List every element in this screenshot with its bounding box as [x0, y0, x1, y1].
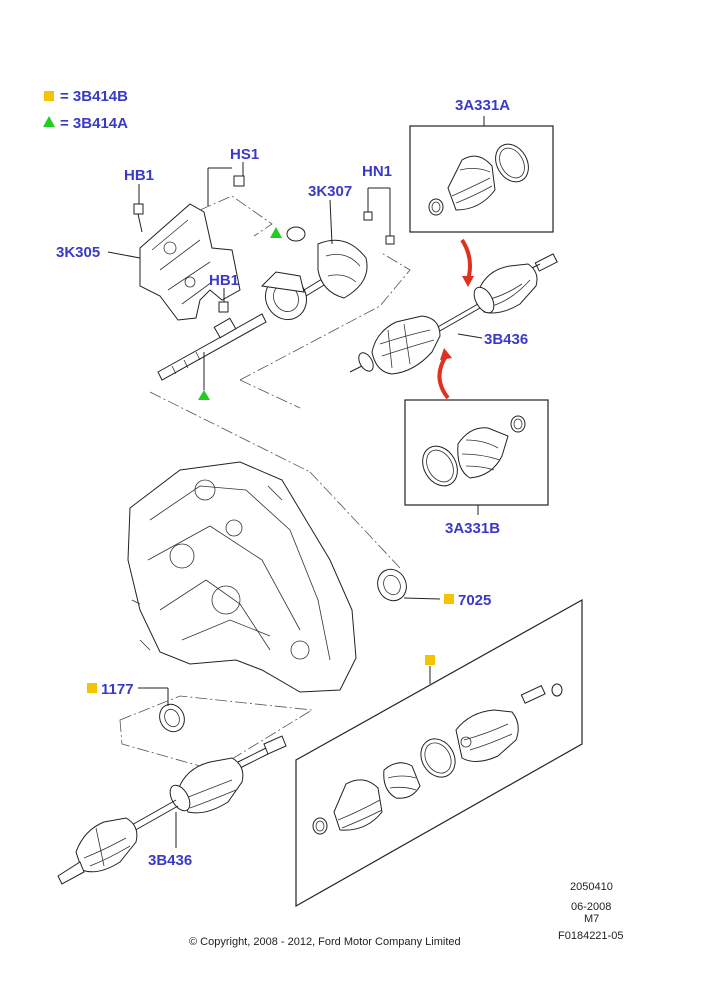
triangle-marker-oring: [270, 227, 282, 238]
diagram-ref: F0184221-05: [558, 930, 623, 942]
copyright: © Copyright, 2008 - 2012, Ford Motor Com…: [189, 936, 461, 948]
legend-square-marker: [44, 91, 54, 101]
square-marker-kit: [425, 655, 435, 665]
bolt-hb1-mid: [218, 301, 229, 313]
callout-3a331b: 3A331B: [445, 520, 500, 537]
o-ring: [286, 226, 306, 242]
callout-hs1: HS1: [230, 146, 259, 163]
arrow-to-outer-joint: [460, 238, 472, 281]
seal-7025: [377, 568, 441, 602]
callout-3b436-bottom: 3B436: [148, 852, 192, 869]
callout-3b436-top: 3B436: [484, 331, 528, 348]
bracket-3k305: [139, 203, 241, 321]
phantom-lines: [119, 195, 411, 771]
upper-halfshaft: [349, 253, 558, 375]
callout-hb1-mid: HB1: [209, 272, 239, 289]
seal-1177: [138, 687, 185, 733]
transaxle: [127, 461, 357, 693]
diagram-date: 06-2008: [571, 901, 611, 913]
kit-box-lower: [295, 598, 583, 908]
diagram-code: 2050410: [570, 881, 613, 893]
callout-3k305: 3K305: [56, 244, 100, 261]
shield-3k307: [317, 239, 368, 299]
callout-1177: 1177: [101, 681, 134, 698]
triangle-marker-shaft: [198, 390, 210, 400]
stud-hs1: [207, 167, 245, 206]
square-marker-1177: [87, 683, 97, 693]
intermediate-shaft: [157, 261, 353, 381]
arrow-to-inner-joint: [437, 354, 450, 400]
lower-halfshaft: [57, 735, 287, 885]
legend: = 3B414B = 3B414A: [43, 88, 128, 132]
callout-7025: 7025: [458, 592, 491, 609]
bolt-hb1-top: [133, 203, 144, 233]
callout-3a331a: 3A331A: [455, 97, 510, 114]
callout-hb1-top: HB1: [124, 167, 154, 184]
legend-square-text: = 3B414B: [60, 88, 128, 105]
inset-3a331b: [404, 399, 549, 515]
nuts-hn1: [363, 187, 395, 245]
callout-3k307: 3K307: [308, 183, 352, 200]
inset-3a331a: [409, 116, 554, 233]
diagram-model: M7: [584, 913, 599, 925]
legend-triangle-text: = 3B414A: [60, 115, 128, 132]
legend-triangle-marker: [43, 116, 55, 127]
square-marker-7025: [444, 594, 454, 604]
callout-hn1: HN1: [362, 163, 392, 180]
